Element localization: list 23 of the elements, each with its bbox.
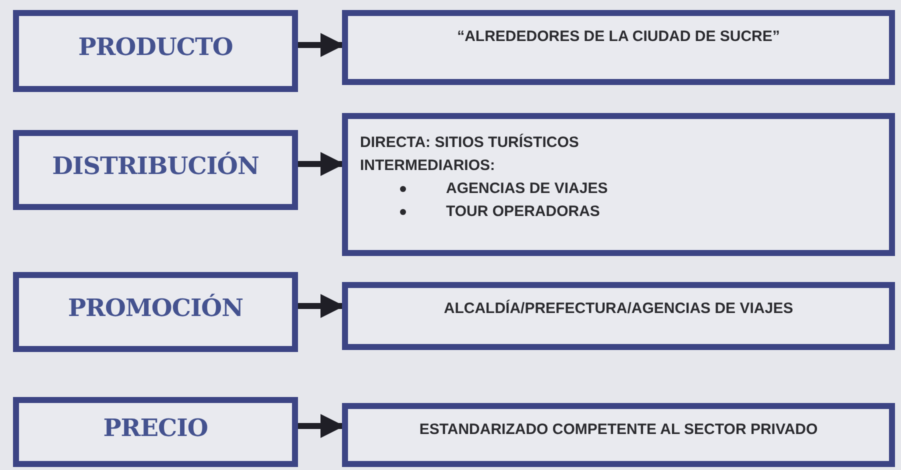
category-box bbox=[13, 10, 298, 92]
category-label: PRECIO bbox=[103, 412, 208, 442]
category-box bbox=[13, 272, 298, 352]
description-box bbox=[342, 113, 895, 256]
category-label: DISTRIBUCIÓN bbox=[52, 150, 259, 180]
description-box bbox=[342, 10, 895, 85]
bullet-item: TOUR OPERADORAS bbox=[394, 200, 608, 223]
description-text: DIRECTA: SITIOS TURÍSTICOS bbox=[360, 132, 579, 153]
description-text: ESTANDARIZADO COMPETENTE AL SECTOR PRIVADO bbox=[419, 420, 818, 440]
description-text: “ALREDEDORES DE LA CIUDAD DE SUCRE” bbox=[457, 27, 780, 47]
description-text: INTERMEDIARIOS: bbox=[360, 156, 495, 176]
description-text: ALCALDÍA/PREFECTURA/AGENCIAS DE VIAJES bbox=[444, 298, 794, 319]
arrow bbox=[298, 414, 344, 438]
description-box bbox=[342, 403, 895, 467]
category-label: PROMOCIÓN bbox=[68, 292, 244, 322]
category-label: PRODUCTO bbox=[78, 32, 233, 60]
arrow bbox=[298, 294, 344, 318]
category-box bbox=[13, 130, 298, 210]
bullet-item: AGENCIAS DE VIAJES bbox=[394, 177, 608, 200]
description-box bbox=[342, 282, 895, 350]
arrow bbox=[298, 33, 344, 57]
category-box bbox=[13, 397, 298, 467]
arrow bbox=[298, 152, 344, 176]
